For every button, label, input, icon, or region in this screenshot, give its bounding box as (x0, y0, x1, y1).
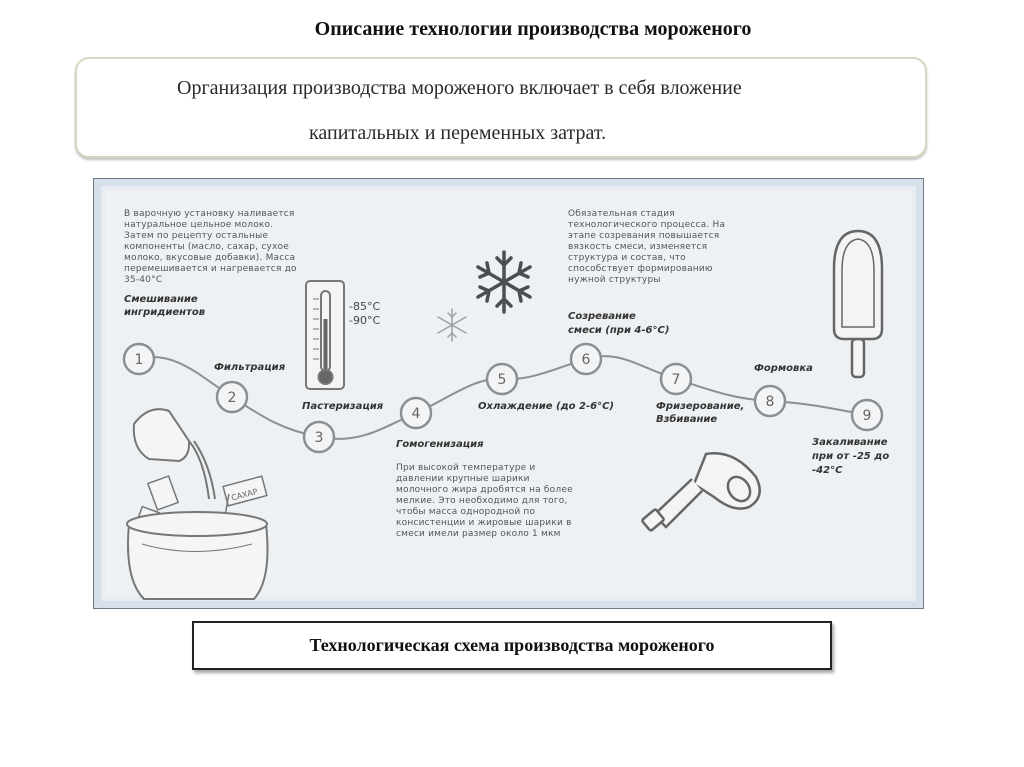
step-label-1a: Смешивание (124, 294, 198, 305)
intro-box: Организация производства мороженого вклю… (75, 57, 927, 158)
small-snowflake-icon (437, 308, 467, 342)
step-number-8: 8 (766, 394, 775, 410)
step-numbers: 1 2 3 4 5 6 7 8 9 (135, 352, 872, 446)
step-number-4: 4 (412, 406, 421, 422)
step-circle-5 (485, 362, 519, 396)
temperature-85: -85°С (349, 300, 381, 313)
step-label-7b: Взбивание (656, 414, 718, 425)
step-circle-1 (122, 342, 156, 376)
thermometer-icon (305, 280, 345, 390)
step-number-1: 1 (135, 352, 144, 368)
step-number-2: 2 (228, 390, 237, 406)
caption-text: Технологическая схема производства морож… (309, 635, 715, 655)
intro-line-2: капитальных и переменных затрат. (309, 122, 607, 144)
step-label-9a: Закаливание (812, 437, 888, 448)
mixing-pot-icon (126, 511, 269, 600)
scheme-drawing: 1 2 3 4 5 6 7 8 9 (122, 229, 884, 600)
step-circle-6 (569, 342, 603, 376)
step-circle-9 (850, 398, 884, 432)
note-mixing: В варочную установку наливается натураль… (124, 209, 297, 285)
step-circle-8 (753, 384, 787, 418)
step-circle-4 (399, 396, 433, 430)
temperature-90: -90°С (349, 314, 381, 327)
milk-jug-icon (132, 408, 216, 500)
slide-title: Описание технологии производства морожен… (314, 18, 752, 40)
step-label-5: Охлаждение (до 2-6°С) (478, 401, 614, 412)
step-label-2: Фильтрация (214, 362, 286, 373)
caption-box: Технологическая схема производства морож… (192, 621, 832, 670)
step-number-5: 5 (498, 372, 507, 388)
step-label-8: Формовка (754, 363, 813, 374)
step-number-6: 6 (582, 352, 591, 368)
step-number-9: 9 (863, 408, 872, 424)
step-label-9b: при от -25 до (812, 451, 890, 462)
step-circle-3 (302, 420, 336, 454)
step-label-7a: Фризерование, (656, 401, 745, 412)
intro-line-1: Организация производства мороженого вклю… (177, 77, 742, 99)
step-label-4: Гомогенизация (396, 439, 484, 450)
step-label-3: Пастеризация (302, 401, 384, 412)
step-number-7: 7 (672, 372, 681, 388)
step-label-6a: Созревание (568, 311, 636, 322)
step-label-6b: смеси (при 4-6°С) (568, 325, 670, 336)
step-number-3: 3 (315, 430, 324, 446)
snowflake-icon (476, 250, 532, 314)
step-label-9c: -42°С (812, 465, 843, 476)
popsicle-icon (832, 229, 884, 379)
step-label-1b: ингридиентов (124, 307, 206, 318)
step-circle-2 (215, 380, 249, 414)
step-circle-7 (659, 362, 693, 396)
note-ripening: Обязательная стадия технологического про… (568, 209, 726, 285)
mixer-icon (641, 452, 761, 532)
technology-scheme-image: 1 2 3 4 5 6 7 8 9 (93, 178, 924, 609)
note-homogenization: При высокой температуре и давлении крупн… (396, 463, 573, 539)
step-circles (122, 342, 884, 454)
